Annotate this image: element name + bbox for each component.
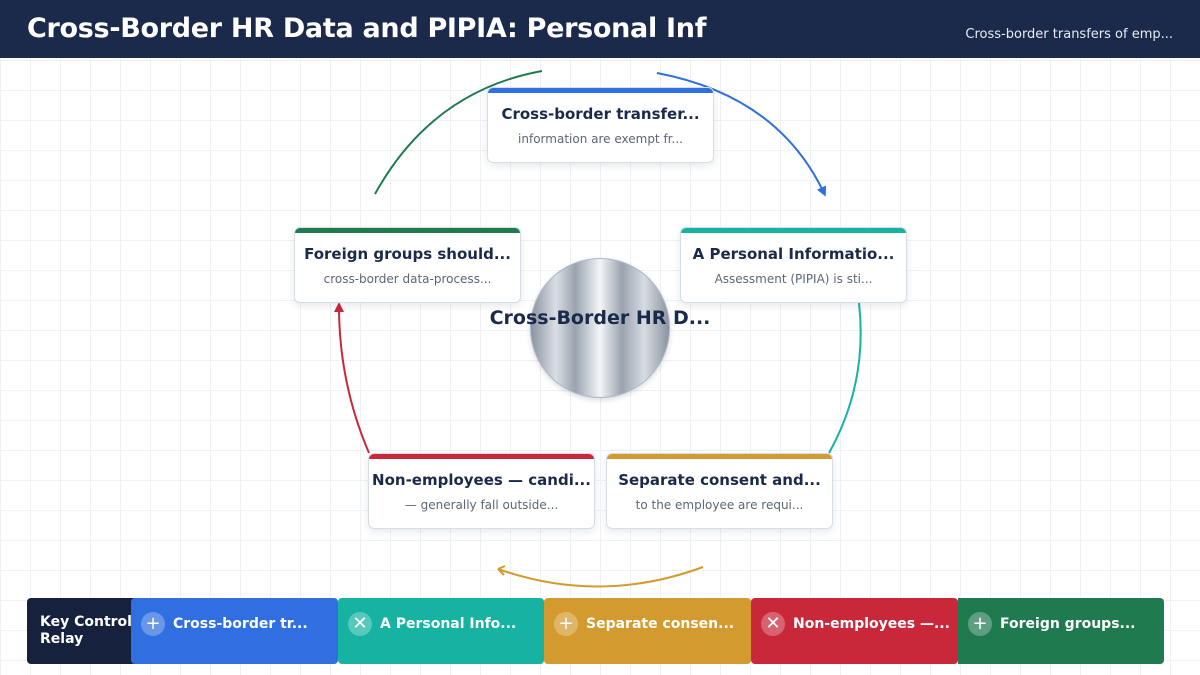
- arc-gold-head: [497, 565, 506, 576]
- card-title: A Personal Informatio...: [692, 245, 895, 263]
- card-title: Separate consent and...: [618, 471, 821, 489]
- card-accent-bar: [607, 454, 832, 459]
- relay-item-personal-info[interactable]: ✕ A Personal Info...: [338, 598, 544, 664]
- relay-item-label: A Personal Info...: [380, 616, 517, 632]
- close-icon: ✕: [348, 612, 372, 636]
- relay-item-foreign-groups[interactable]: + Foreign groups...: [958, 598, 1164, 664]
- cycle-card-personal-information[interactable]: A Personal Informatio... Assessment (PIP…: [680, 227, 907, 303]
- arc-teal: [828, 302, 862, 454]
- close-icon: ✕: [761, 612, 785, 636]
- cycle-card-separate-consent[interactable]: Separate consent and... to the employee …: [606, 453, 833, 529]
- arc-green: [374, 70, 543, 195]
- card-accent-bar: [295, 228, 520, 233]
- card-subtitle: information are exempt fr...: [518, 132, 683, 146]
- plus-icon: +: [141, 612, 165, 636]
- relay-item-label: Non-employees —...: [793, 616, 950, 632]
- card-title: Non-employees — candi...: [372, 471, 591, 489]
- arc-gold: [497, 566, 704, 588]
- card-subtitle: cross-border data-process...: [323, 272, 492, 286]
- card-accent-bar: [369, 454, 594, 459]
- card-subtitle: to the employee are requi...: [635, 498, 804, 512]
- card-subtitle: — generally fall outside...: [404, 498, 559, 512]
- cycle-card-foreign-groups[interactable]: Foreign groups should... cross-border da…: [294, 227, 521, 303]
- header-bar: Cross-Border HR Data and PIPIA: Personal…: [0, 0, 1200, 58]
- page-subtitle: Cross-border transfers of emp...: [965, 27, 1173, 42]
- plus-icon: +: [968, 612, 992, 636]
- card-subtitle: Assessment (PIPIA) is sti...: [714, 272, 873, 286]
- relay-item-cross-border[interactable]: + Cross-border tr...: [131, 598, 338, 664]
- relay-item-non-employees[interactable]: ✕ Non-employees —...: [751, 598, 958, 664]
- cycle-card-non-employees[interactable]: Non-employees — candi... — generally fal…: [368, 453, 595, 529]
- relay-item-label: Separate consen...: [586, 616, 735, 632]
- card-accent-bar: [681, 228, 906, 233]
- hub-circle: [530, 258, 670, 398]
- relay-item-separate-consent[interactable]: + Separate consen...: [544, 598, 751, 664]
- page-title: Cross-Border HR Data and PIPIA: Personal…: [27, 13, 707, 44]
- relay-label: Key Control Relay: [27, 598, 135, 664]
- relay-item-label: Foreign groups...: [1000, 616, 1136, 632]
- card-accent-bar: [488, 88, 713, 93]
- plus-icon: +: [554, 612, 578, 636]
- card-title: Foreign groups should...: [304, 245, 511, 263]
- relay-item-label: Cross-border tr...: [173, 616, 308, 632]
- hub-label: Cross-Border HR D...: [489, 307, 711, 329]
- card-title: Cross-border transfer...: [501, 105, 700, 123]
- arc-blue: [656, 72, 826, 197]
- arc-red: [334, 302, 370, 454]
- cycle-card-cross-border-transfer[interactable]: Cross-border transfer... information are…: [487, 87, 714, 163]
